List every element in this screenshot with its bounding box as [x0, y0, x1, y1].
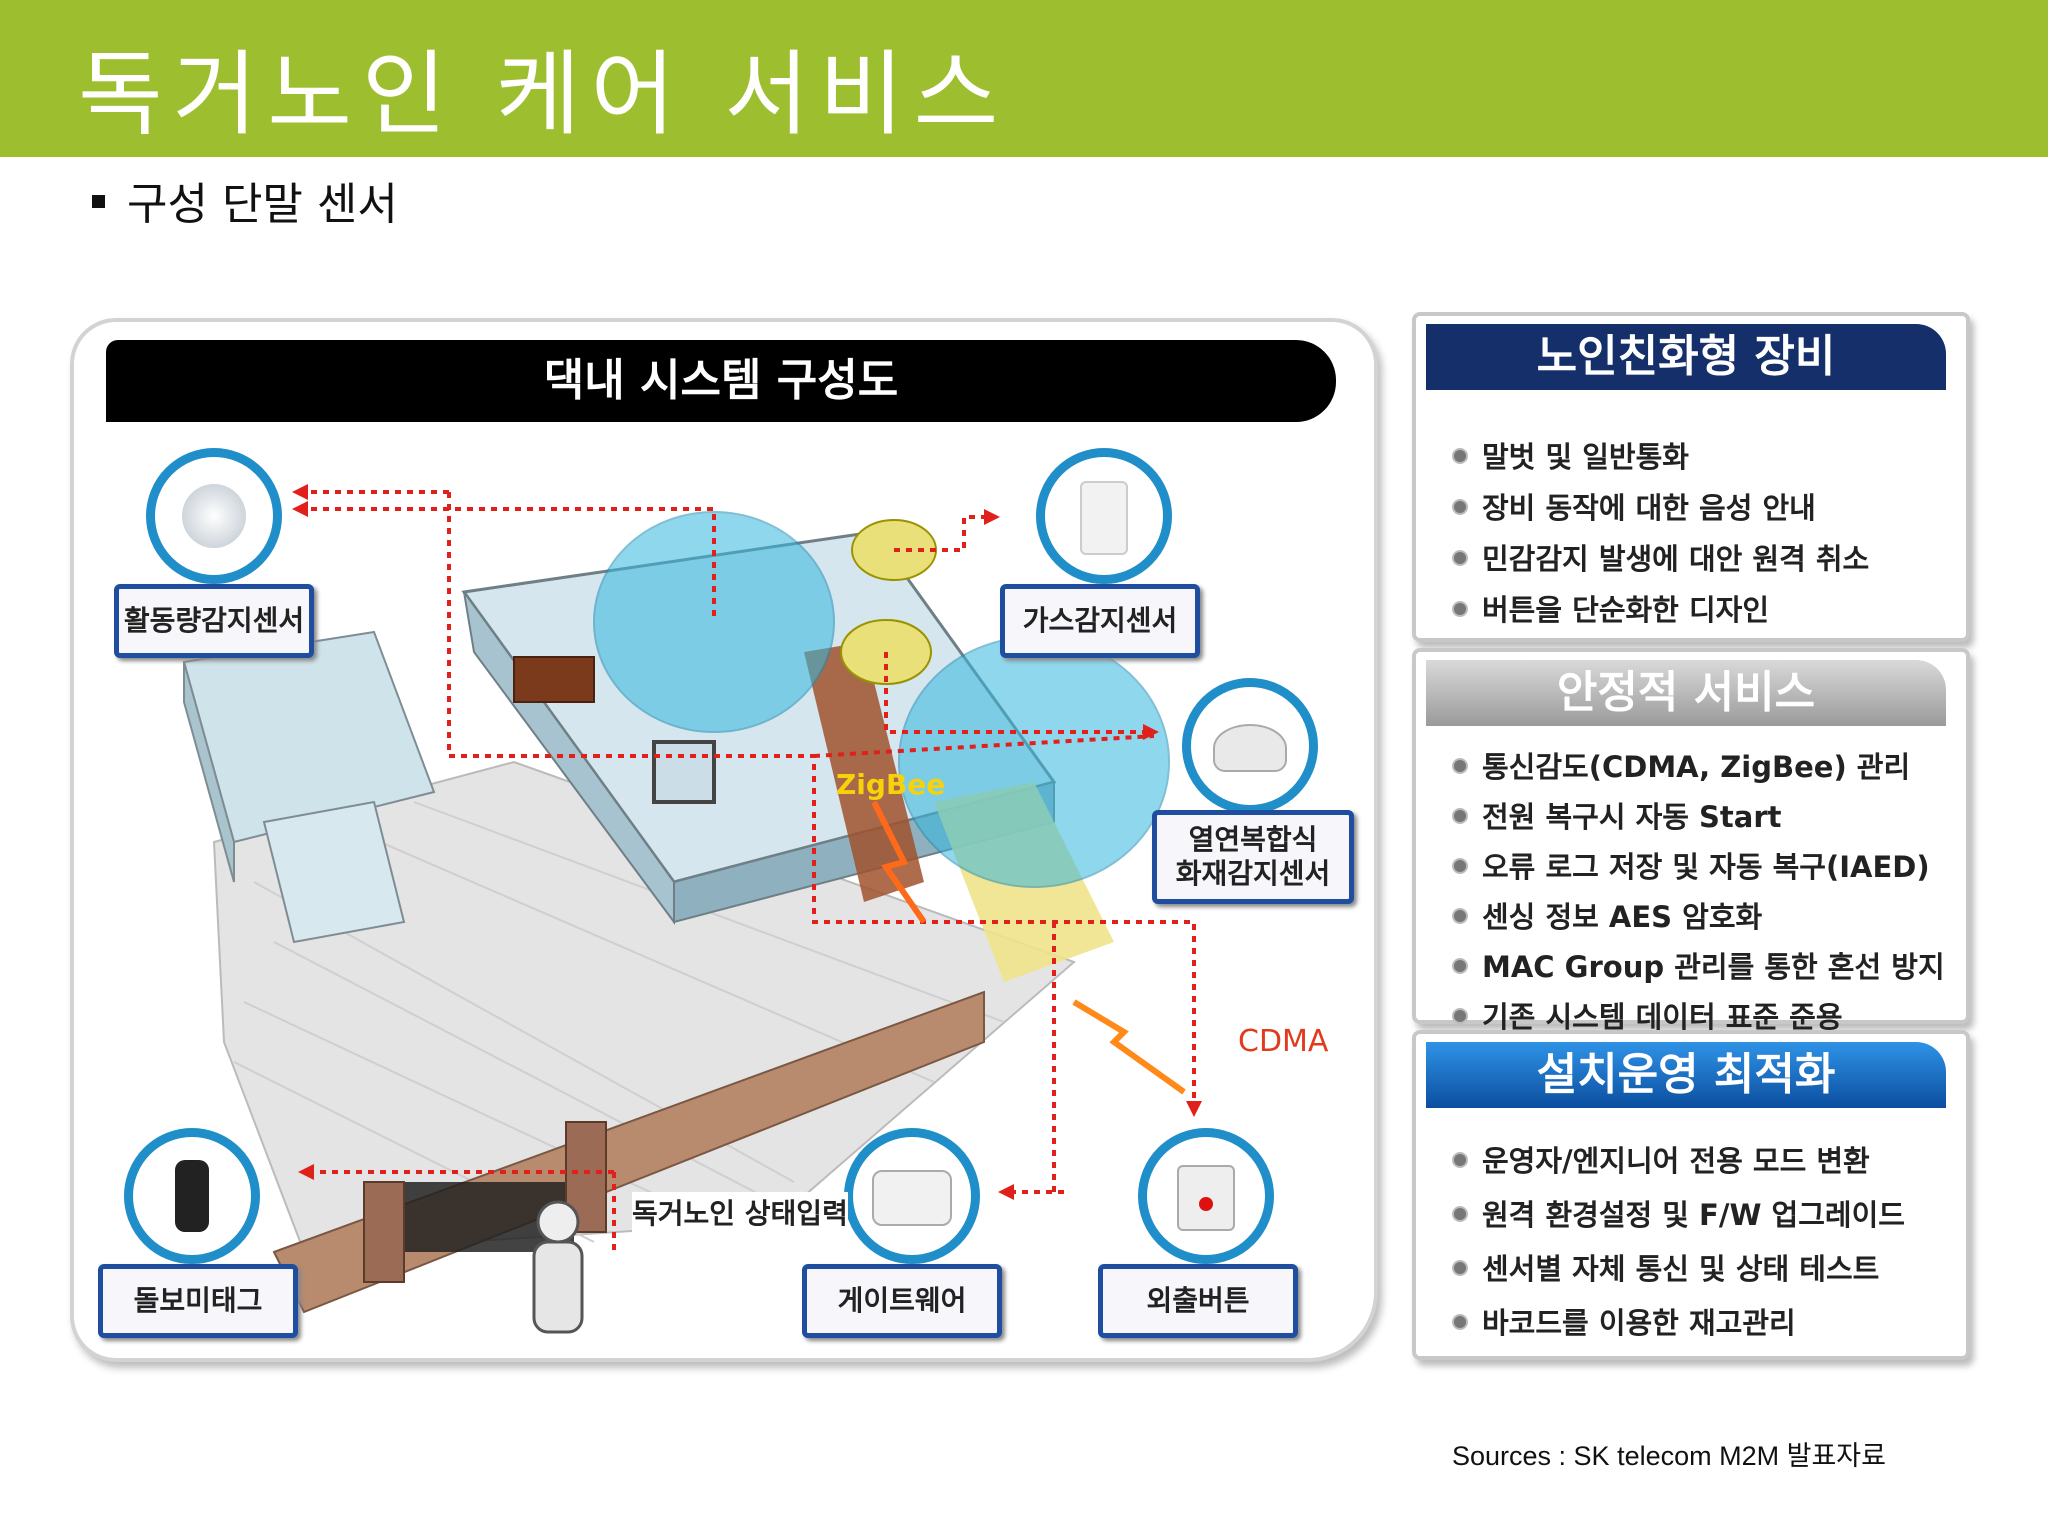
connection-lines: [299, 490, 1196, 1252]
panel-stable-service-title: 안정적 서비스: [1426, 660, 1946, 726]
bullet-dot-icon: [1452, 858, 1468, 874]
list-item: 센서별 자체 통신 및 상태 테스트: [1452, 1246, 1905, 1288]
bullet-dot-icon: [1452, 1152, 1468, 1168]
elderly-head: [536, 1200, 580, 1244]
source-note: Sources : SK telecom M2M 발표자료: [1452, 1441, 1886, 1471]
bullet-dot-icon: [1452, 1206, 1468, 1222]
cdma-signal: [1072, 999, 1186, 1095]
bullet-dot-icon: [1452, 499, 1468, 515]
care-tag-icon: [124, 1128, 260, 1264]
fire-sensor-label-line2: 화재감지센서: [1175, 857, 1331, 890]
list-item: 오류 로그 저장 및 자동 복구(IAED): [1452, 844, 1945, 886]
panel-install-optimization-title: 설치운영 최적화: [1426, 1042, 1946, 1108]
bullet-dot-icon: [1452, 448, 1468, 464]
fire-sensor-label: 열연복합식 화재감지센서: [1152, 810, 1354, 904]
list-item: 원격 환경설정 및 F/W 업그레이드: [1452, 1192, 1905, 1234]
bullet-square-icon: [92, 194, 105, 208]
bullet-dot-icon: [1452, 1314, 1468, 1330]
panel-install-optimization: 설치운영 최적화 운영자/엔지니어 전용 모드 변환 원격 환경설정 및 F/W…: [1412, 1030, 1970, 1360]
out-button-icon: [1138, 1128, 1274, 1264]
detection-zone-1: [593, 511, 835, 733]
list-item: 운영자/엔지니어 전용 모드 변환: [1452, 1138, 1905, 1180]
bullet-dot-icon: [1452, 1008, 1468, 1024]
title-bar: [0, 0, 2048, 157]
panel-senior-friendly-title: 노인친화형 장비: [1426, 324, 1946, 390]
bullet-dot-icon: [1452, 808, 1468, 824]
list-item: 기존 시스템 데이터 표준 준용: [1452, 994, 1945, 1036]
left-room-wall: [183, 661, 235, 883]
status-input-label: 독거노인 상태입력: [632, 1192, 848, 1232]
fire-sensor-icon: [1182, 678, 1318, 814]
gate-pillar-left: [363, 1181, 405, 1283]
section-bullet-text: 구성 단말 센서: [127, 179, 398, 230]
gas-sensor-label: 가스감지센서: [1000, 584, 1200, 658]
chest: [513, 656, 595, 703]
fire-sensor-label-line1: 열연복합식: [1188, 823, 1318, 856]
care-tag-label: 돌보미태그: [98, 1264, 298, 1338]
activity-sensor-icon: [146, 448, 282, 584]
diagram-header: 댁내 시스템 구성도: [106, 340, 1336, 422]
list-item: 장비 동작에 대한 음성 안내: [1452, 485, 1869, 527]
cdma-label: CDMA: [1238, 1024, 1329, 1059]
bullet-dot-icon: [1452, 908, 1468, 924]
panel-stable-service-list: 통신감도(CDMA, ZigBee) 관리 전원 복구시 자동 Start 오류…: [1452, 744, 1945, 1036]
list-item: MAC Group 관리를 통한 혼선 방지: [1452, 944, 1945, 986]
window: [652, 740, 716, 804]
list-item: 민감감지 발생에 대안 원격 취소: [1452, 536, 1869, 578]
list-item: 바코드를 이용한 재고관리: [1452, 1300, 1905, 1342]
bullet-dot-icon: [1452, 758, 1468, 774]
gateway-icon: [844, 1128, 980, 1264]
bullet-dot-icon: [1452, 958, 1468, 974]
panel-senior-friendly: 노인친화형 장비 말벗 및 일반통화 장비 동작에 대한 음성 안내 민감감지 …: [1412, 312, 1970, 642]
elderly-body: [532, 1240, 584, 1334]
panel-install-optimization-list: 운영자/엔지니어 전용 모드 변환 원격 환경설정 및 F/W 업그레이드 센서…: [1452, 1138, 1905, 1342]
zigbee-signal: [871, 800, 927, 924]
list-item: 말벗 및 일반통화: [1452, 434, 1869, 476]
out-button-label: 외출버튼: [1098, 1264, 1298, 1338]
home-system-diagram: 댁내 시스템 구성도: [70, 318, 1378, 1362]
bathroom: [262, 800, 406, 944]
list-item: 전원 복구시 자동 Start: [1452, 794, 1945, 836]
list-item: 버튼을 단순화한 디자인: [1452, 587, 1869, 629]
bullet-dot-icon: [1452, 601, 1468, 617]
diagram-header-text: 댁내 시스템 구성도: [543, 355, 899, 406]
house-illustration: [182, 484, 1202, 1334]
bullet-dot-icon: [1452, 1260, 1468, 1276]
slide-title: 독거노인 케어 서비스: [78, 41, 1009, 148]
panel-stable-service: 안정적 서비스 통신감도(CDMA, ZigBee) 관리 전원 복구시 자동 …: [1412, 648, 1970, 1034]
activity-sensor-label: 활동량감지센서: [114, 584, 314, 658]
section-bullet: 구성 단말 센서: [92, 168, 398, 232]
detection-zone-2: [898, 636, 1170, 888]
list-item: 센싱 정보 AES 암호화: [1452, 894, 1945, 936]
bullet-dot-icon: [1452, 550, 1468, 566]
panel-senior-friendly-list: 말벗 및 일반통화 장비 동작에 대한 음성 안내 민감감지 발생에 대안 원격…: [1452, 434, 1869, 629]
arrowheads: [292, 484, 1202, 1200]
gateway-label: 게이트웨어: [802, 1264, 1002, 1338]
list-item: 통신감도(CDMA, ZigBee) 관리: [1452, 744, 1945, 786]
gas-sensor-icon: [1036, 448, 1172, 584]
zigbee-label: ZigBee: [836, 768, 946, 801]
